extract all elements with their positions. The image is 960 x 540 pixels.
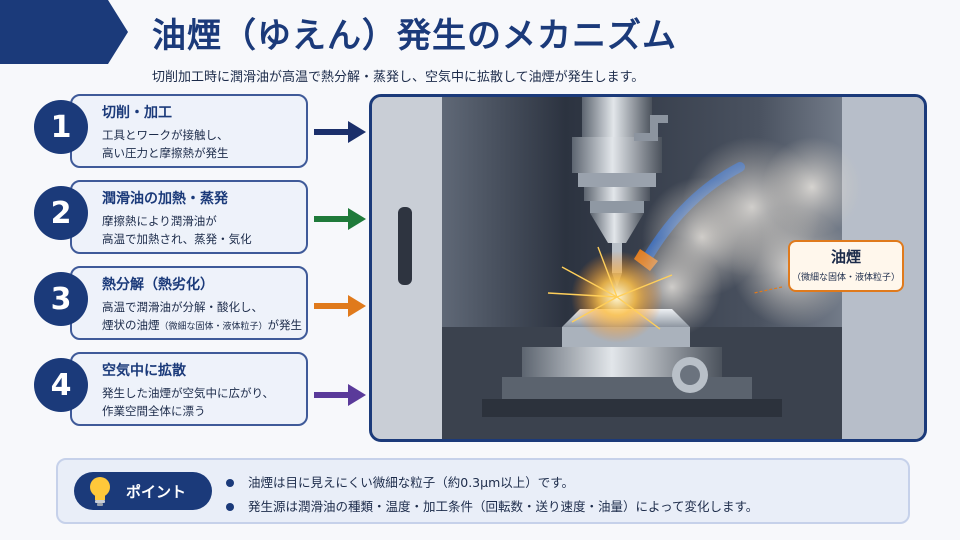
bullet-dot bbox=[226, 478, 234, 487]
point-box: ポイント 油煙は目に見えにくい微細な粒子（約0.3μm以上）です。 発生源は潤滑… bbox=[56, 458, 910, 524]
step-card-3: 熱分解（熱劣化） 高温で潤滑油が分解・酸化し、 煙状の油煙（微細な固体・液体粒子… bbox=[70, 266, 308, 340]
point-bullet-text: 発生源は潤滑油の種類・温度・加工条件（回転数・送り速度・油量）によって変化します… bbox=[248, 499, 759, 514]
callout-subtitle: （微細な固体・液体粒子） bbox=[791, 273, 900, 283]
arrow-right-icon bbox=[314, 121, 366, 143]
step-title: 空気中に拡散 bbox=[102, 363, 186, 379]
step-desc-text: 煙状の油煙 bbox=[102, 318, 160, 332]
step-description: 摩擦熱により潤滑油が 高温で加熱され、蒸発・気化 bbox=[102, 212, 252, 248]
step-number-2: 2 bbox=[34, 186, 88, 240]
step-title: 潤滑油の加熱・蒸発 bbox=[102, 191, 228, 207]
title-accent-band bbox=[0, 0, 128, 64]
step-desc-line: 高温で加熱され、蒸発・気化 bbox=[102, 232, 252, 246]
arrow-right-icon bbox=[314, 295, 366, 317]
step-number-3: 3 bbox=[34, 272, 88, 326]
step-number-1: 1 bbox=[34, 100, 88, 154]
oil-mist-callout: 油煙 （微細な固体・液体粒子） bbox=[788, 240, 904, 292]
step-desc-line: 発生した油煙が空気中に広がり、 bbox=[102, 386, 275, 400]
point-bullet: 発生源は潤滑油の種類・温度・加工条件（回転数・送り速度・油量）によって変化します… bbox=[226, 496, 758, 515]
step-card-1: 切削・加工 工具とワークが接触し、 高い圧力と摩擦熱が発生 bbox=[70, 94, 308, 168]
step-desc-line: 煙状の油煙（微細な固体・液体粒子）が発生 bbox=[102, 316, 302, 336]
step-desc-line: 摩擦熱により潤滑油が bbox=[102, 214, 217, 228]
step-description: 高温で潤滑油が分解・酸化し、 煙状の油煙（微細な固体・液体粒子）が発生 bbox=[102, 298, 302, 336]
page-subtitle: 切削加工時に潤滑油が高温で熱分解・蒸発し、空気中に拡散して油煙が発生します。 bbox=[152, 70, 645, 85]
page-title: 油煙（ゆえん）発生のメカニズム bbox=[152, 16, 677, 56]
step-desc-text: が発生 bbox=[267, 318, 303, 332]
step-description: 発生した油煙が空気中に広がり、 作業空間全体に漂う bbox=[102, 384, 274, 420]
step-desc-line: 高い圧力と摩擦熱が発生 bbox=[102, 146, 229, 160]
lightbulb-icon bbox=[90, 477, 110, 506]
step-number-4: 4 bbox=[34, 358, 88, 412]
step-description: 工具とワークが接触し、 高い圧力と摩擦熱が発生 bbox=[102, 126, 229, 162]
step-desc-line: 工具とワークが接触し、 bbox=[102, 128, 229, 142]
step-desc-line: 作業空間全体に漂う bbox=[102, 404, 206, 418]
point-badge: ポイント bbox=[74, 472, 212, 510]
arrow-right-icon bbox=[314, 384, 366, 406]
bullet-dot bbox=[226, 502, 234, 511]
arrow-right-icon bbox=[314, 208, 366, 230]
step-desc-note: （微細な固体・液体粒子） bbox=[159, 322, 268, 332]
step-card-2: 潤滑油の加熱・蒸発 摩擦熱により潤滑油が 高温で加熱され、蒸発・気化 bbox=[70, 180, 308, 254]
point-label: ポイント bbox=[126, 483, 187, 501]
step-desc-line: 高温で潤滑油が分解・酸化し、 bbox=[102, 300, 263, 314]
point-bullet-text: 油煙は目に見えにくい微細な粒子（約0.3μm以上）です。 bbox=[248, 475, 575, 490]
point-bullet: 油煙は目に見えにくい微細な粒子（約0.3μm以上）です。 bbox=[226, 472, 574, 491]
step-card-4: 空気中に拡散 発生した油煙が空気中に広がり、 作業空間全体に漂う bbox=[70, 352, 308, 426]
step-title: 切削・加工 bbox=[102, 105, 172, 121]
callout-title: 油煙 bbox=[830, 248, 861, 266]
step-title: 熱分解（熱劣化） bbox=[102, 277, 214, 293]
